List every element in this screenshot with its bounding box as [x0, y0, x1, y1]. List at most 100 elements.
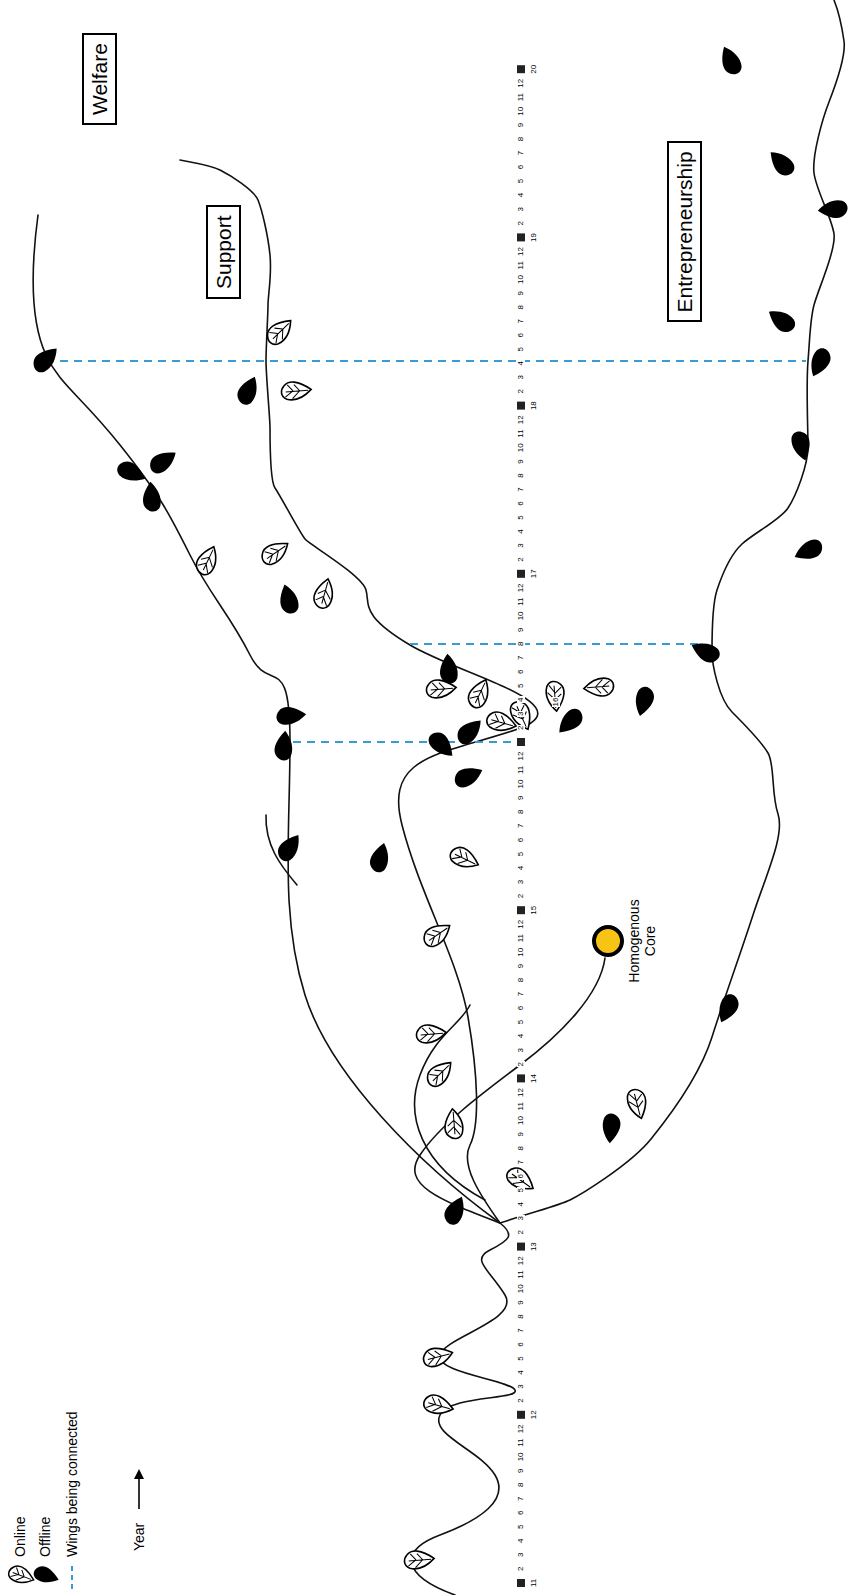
offline-leaf	[594, 1110, 627, 1143]
month-number: 10	[517, 442, 525, 453]
online-leaf-veins	[404, 1549, 431, 1574]
month-number: 8	[517, 136, 525, 142]
month-number: 6	[517, 837, 525, 843]
online-leaf	[424, 925, 450, 946]
offline-leaf	[454, 765, 483, 790]
offline-leaf	[274, 701, 307, 732]
online-leaf-veins	[265, 546, 286, 563]
month-number: 10	[517, 947, 525, 958]
month-number: 5	[517, 682, 525, 688]
month-number: 2	[517, 388, 525, 394]
year-marker	[517, 1411, 525, 1419]
month-number: 12	[517, 78, 525, 89]
axis-title: Year	[131, 1523, 147, 1551]
year-marker	[517, 1074, 525, 1082]
year-marker	[517, 1579, 525, 1587]
year-marker	[517, 65, 525, 73]
legend-text: Online	[12, 1517, 28, 1557]
online-leaf	[424, 674, 457, 705]
offline-leaf	[440, 1197, 473, 1228]
month-number: 12	[517, 751, 525, 762]
month-number: 11	[517, 1269, 525, 1279]
month-number: 4	[517, 1369, 525, 1375]
month-number: 12	[517, 582, 525, 593]
month-number: 9	[517, 963, 525, 969]
offline-leaf	[803, 345, 836, 376]
online-leaf-veins	[427, 928, 448, 945]
month-number: 4	[517, 865, 525, 871]
month-number: 5	[517, 1187, 525, 1193]
node-label: Welfare	[88, 43, 111, 115]
arrow-head	[134, 1469, 144, 1479]
month-number: 12	[517, 919, 525, 930]
month-number: 11	[517, 428, 525, 438]
month-number: 4	[517, 1201, 525, 1207]
online-leaf-veins	[467, 683, 494, 708]
month-number: 5	[517, 1355, 525, 1361]
offline-leaf	[427, 730, 452, 759]
month-number: 7	[517, 486, 525, 492]
offline-leaf	[31, 348, 60, 373]
month-number: 7	[517, 991, 525, 997]
offline-leaf	[276, 585, 304, 616]
wing-box: Entrepreneurship	[667, 141, 702, 322]
online-leaf	[439, 1109, 470, 1142]
core-circle	[590, 923, 626, 959]
month-number: 7	[517, 150, 525, 156]
offline-leaf	[719, 47, 744, 76]
year-number: 18	[530, 400, 538, 411]
legend-text: Wings being connected	[64, 1411, 80, 1557]
month-number: 2	[517, 556, 525, 562]
month-number: 8	[517, 1481, 525, 1487]
month-number: 10	[517, 779, 525, 790]
online-leaf	[505, 1164, 533, 1195]
month-number: 3	[517, 1552, 525, 1558]
node-label: Support	[212, 215, 235, 289]
node-label: Entrepreneurship	[673, 151, 696, 312]
month-number: 2	[517, 1229, 525, 1235]
year-number: 20	[530, 64, 538, 75]
online-leaf	[308, 579, 341, 612]
offline-leaf	[795, 536, 824, 561]
month-number: 9	[517, 458, 525, 464]
month-number: 2	[517, 725, 525, 731]
month-number: 7	[517, 318, 525, 324]
wing-connection	[293, 741, 521, 743]
offline-leaf	[150, 452, 176, 473]
online-leaf-veins	[268, 323, 291, 344]
core-circle-shape	[594, 927, 622, 955]
year-marker	[517, 906, 525, 914]
month-number: 11	[517, 1438, 525, 1448]
online-leaf	[414, 1019, 447, 1050]
wing-box: Support	[206, 205, 241, 299]
online-leaf	[421, 1344, 452, 1372]
year-number: 12	[530, 1409, 538, 1420]
month-number: 9	[517, 122, 525, 128]
month-number: 6	[517, 332, 525, 338]
online-leaf-veins	[507, 1168, 530, 1193]
online-leaf-veins	[428, 1065, 451, 1086]
month-number: 12	[517, 246, 525, 257]
offline-leaf	[114, 457, 145, 490]
online-leaf-veins	[312, 582, 339, 609]
month-number: 8	[517, 640, 525, 646]
wing-box: Welfare	[82, 33, 117, 125]
month-number: 9	[517, 1299, 525, 1305]
month-number: 3	[517, 542, 525, 548]
month-number: 4	[517, 1033, 525, 1039]
dashed-line-sample	[71, 1563, 73, 1589]
month-number: 7	[517, 1327, 525, 1333]
arrow-shaft	[138, 1477, 140, 1509]
month-number: 8	[517, 304, 525, 310]
online-leaf-veins	[281, 380, 308, 405]
wing-connection	[410, 643, 704, 645]
online-leaf-veins	[541, 681, 566, 708]
support-loop	[415, 1005, 485, 1200]
month-number: 3	[517, 1047, 525, 1053]
online-leaf-veins	[424, 1347, 449, 1370]
online-leaf-sample	[6, 1562, 34, 1591]
online-leaf	[279, 376, 312, 407]
offline-leaf	[692, 635, 723, 668]
month-number: 3	[517, 711, 525, 717]
year-number: 19	[530, 232, 538, 243]
